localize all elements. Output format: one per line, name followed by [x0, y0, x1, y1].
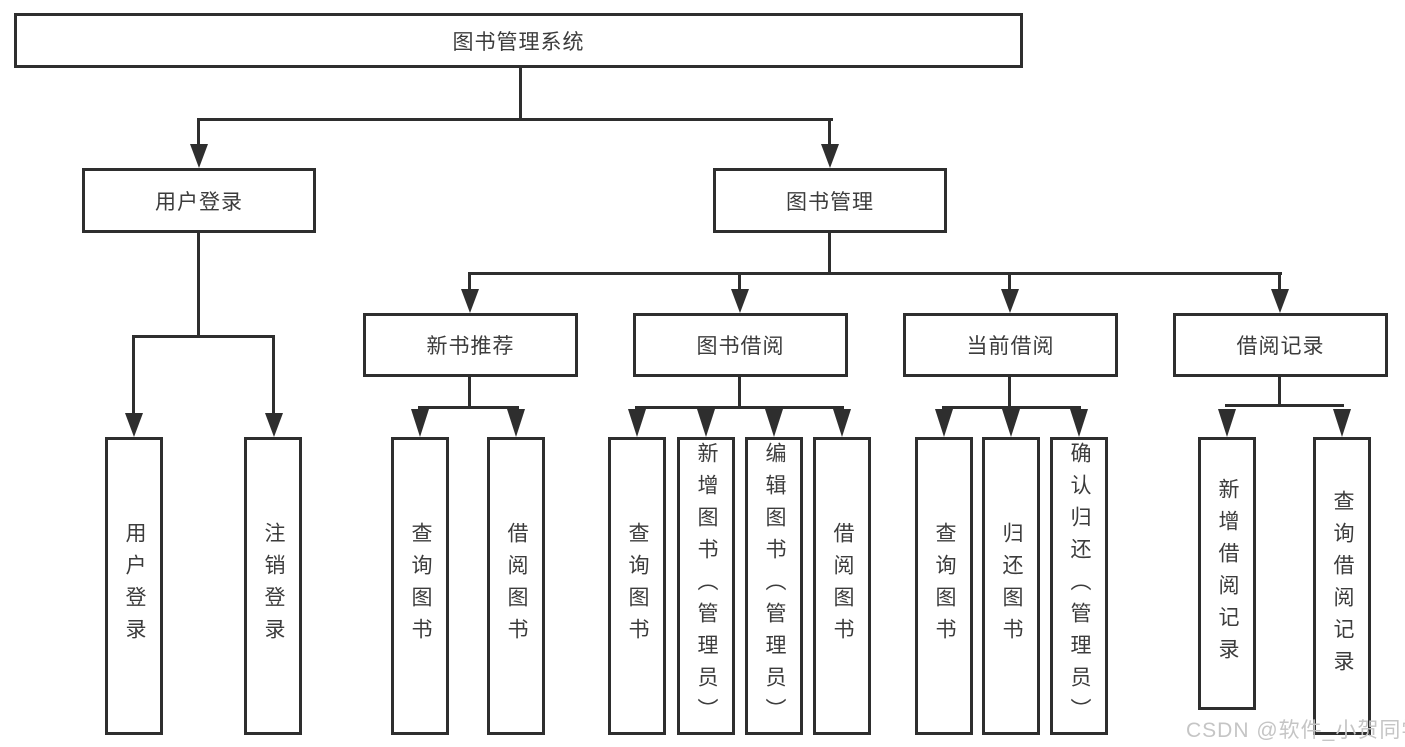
leaf-label: 查询图书 [933, 522, 957, 650]
leaf-label: 确认归还（管理员） [1068, 442, 1092, 730]
leaf-add-borrow-record: 新增借阅记录 [1198, 437, 1256, 710]
connector-drop-new-books [468, 272, 471, 292]
node-label: 图书借阅 [696, 335, 785, 358]
node-borrowing-records: 借阅记录 [1173, 313, 1388, 377]
leaf-logout: 注销登录 [244, 437, 302, 735]
connector-drop-borrowing [738, 272, 741, 292]
node-new-book-recommend: 新书推荐 [363, 313, 578, 377]
arrowhead-query-books-2 [628, 409, 646, 437]
arrowhead-add-borrow-record [1218, 409, 1236, 437]
connector-root-stem [519, 68, 522, 118]
connector-new-books-rail [418, 406, 519, 409]
leaf-user-login: 用户登录 [105, 437, 163, 735]
leaf-label: 编辑图书（管理员） [763, 442, 787, 730]
leaf-label: 注销登录 [262, 522, 286, 650]
leaf-label: 新增图书（管理员） [695, 442, 719, 730]
node-label: 图书管理系统 [452, 30, 585, 54]
node-label: 当前借阅 [966, 335, 1055, 358]
connector-level2-rail [197, 118, 833, 121]
leaf-label: 查询借阅记录 [1331, 490, 1355, 682]
connector-records-rail [1225, 404, 1344, 407]
arrowhead-borrow-books-1 [507, 409, 525, 437]
node-label: 用户登录 [155, 190, 243, 214]
connector-book-management-stem [828, 233, 831, 275]
connector-user-login-rail [132, 335, 275, 338]
leaf-edit-book-admin: 编辑图书（管理员） [745, 437, 803, 735]
arrowhead-records [1271, 289, 1289, 313]
node-label: 借阅记录 [1236, 335, 1325, 358]
node-library-management-system: 图书管理系统 [14, 13, 1023, 68]
arrowhead-borrow-books-2 [833, 409, 851, 437]
leaf-label: 用户登录 [123, 522, 147, 650]
arrowhead-query-books-1 [411, 409, 429, 437]
leaf-query-books-current: 查询图书 [915, 437, 973, 735]
node-label: 新书推荐 [426, 335, 515, 358]
arrowhead-new-books [461, 289, 479, 313]
leaf-return-book: 归还图书 [982, 437, 1040, 735]
connector-borrowing-rail [635, 406, 844, 409]
connector-drop-current [1008, 272, 1011, 292]
connector-drop-records [1278, 272, 1281, 292]
leaf-confirm-return-admin: 确认归还（管理员） [1050, 437, 1108, 735]
connector-user-login-stem [197, 233, 200, 338]
leaf-label: 借阅图书 [505, 522, 529, 650]
leaf-label: 查询图书 [626, 522, 650, 650]
leaf-add-book-admin: 新增图书（管理员） [677, 437, 735, 735]
arrowhead-book-management [821, 144, 839, 168]
leaf-label: 归还图书 [1000, 522, 1024, 650]
leaf-query-books-recommend: 查询图书 [391, 437, 449, 735]
arrowhead-logout-leaf [265, 413, 283, 437]
arrowhead-confirm-return [1070, 409, 1088, 437]
connector-new-books-stem [468, 377, 471, 409]
node-label: 图书管理 [786, 190, 874, 214]
leaf-query-books-borrowing: 查询图书 [608, 437, 666, 735]
connector-records-stem [1278, 377, 1281, 407]
connector-drop-book-management [828, 118, 831, 146]
arrowhead-login-leaf [125, 413, 143, 437]
arrowhead-edit-book [765, 409, 783, 437]
leaf-label: 查询图书 [409, 522, 433, 650]
leaf-label: 借阅图书 [831, 522, 855, 650]
connector-drop-user-login [197, 118, 200, 146]
node-book-borrowing: 图书借阅 [633, 313, 848, 377]
arrowhead-query-borrow-record [1333, 409, 1351, 437]
node-current-borrowing: 当前借阅 [903, 313, 1118, 377]
arrowhead-current [1001, 289, 1019, 313]
connector-borrowing-stem [738, 377, 741, 409]
csdn-watermark: CSDN @软件_小贺同学 [1186, 719, 1405, 742]
leaf-label: 新增借阅记录 [1216, 477, 1240, 670]
connector-level3-rail [468, 272, 1282, 275]
arrowhead-user-login [190, 144, 208, 168]
connector-current-stem [1008, 377, 1011, 409]
arrowhead-borrowing [731, 289, 749, 313]
leaf-query-borrow-record: 查询借阅记录 [1313, 437, 1371, 735]
leaf-borrow-books-recommend: 借阅图书 [487, 437, 545, 735]
connector-current-rail [942, 406, 1081, 409]
connector-drop-logout-leaf [272, 335, 275, 415]
arrowhead-return-book [1002, 409, 1020, 437]
connector-drop-login-leaf [132, 335, 135, 415]
leaf-borrow-books-borrowing: 借阅图书 [813, 437, 871, 735]
arrowhead-add-book [697, 409, 715, 437]
node-user-login: 用户登录 [82, 168, 316, 233]
node-book-management: 图书管理 [713, 168, 947, 233]
arrowhead-query-books-3 [935, 409, 953, 437]
